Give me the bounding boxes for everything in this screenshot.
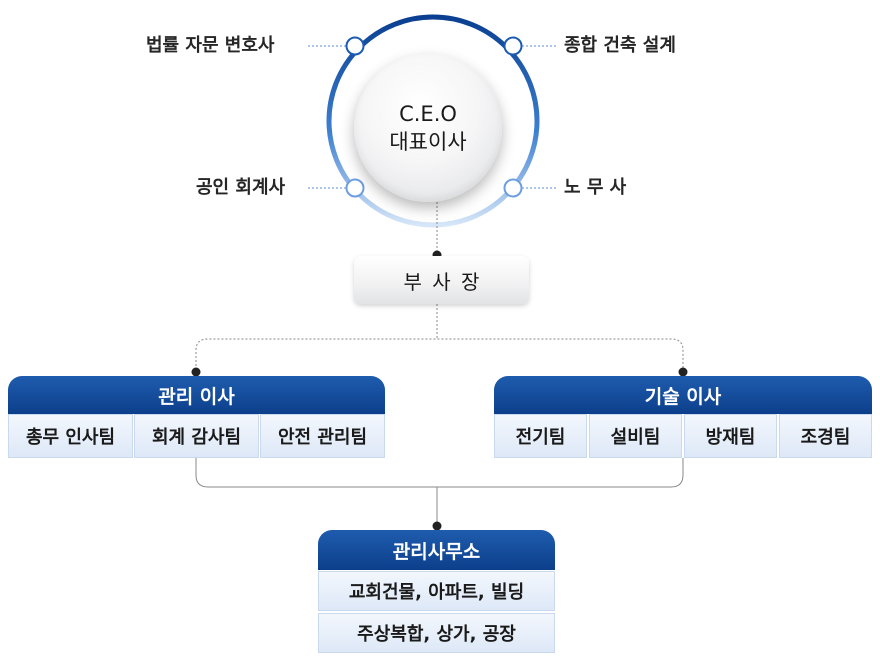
- director-branch-connector: [195, 338, 684, 370]
- technical-director-header: 기술 이사: [494, 376, 872, 414]
- ceo-title-en: C.E.O: [399, 102, 457, 126]
- office-item-mixed-use-commercial-factory: 주상복합, 상가, 공장: [318, 613, 555, 653]
- management-office-header: 관리사무소: [318, 530, 555, 570]
- ceo-title-ko: 대표이사: [389, 130, 467, 154]
- advisor-node-top-left: [345, 36, 365, 56]
- ceo-node: C.E.O 대표이사: [354, 54, 502, 202]
- office-item-church-apartment-building: 교회건물, 아파트, 빌딩: [318, 571, 555, 611]
- management-director-dot: [191, 367, 201, 377]
- ceo-ring: [326, 14, 540, 228]
- advisor-legal-counsel: 법률 자문 변호사: [146, 35, 275, 56]
- advisor-architecture-design: 종합 건축 설계: [564, 35, 676, 56]
- office-branch-connector: [195, 458, 684, 488]
- vice-president-node: 부 사 장: [354, 256, 529, 304]
- team-facilities: 설비팀: [589, 414, 682, 458]
- advisor-node-top-right: [503, 36, 523, 56]
- team-accounting-audit: 회계 감사팀: [134, 414, 259, 458]
- team-general-affairs-hr: 총무 인사팀: [8, 414, 133, 458]
- advisor-node-bottom-right: [503, 178, 523, 198]
- advisor-node-bottom-left: [345, 178, 365, 198]
- advisor-accountant: 공인 회계사: [196, 177, 286, 198]
- management-director-header: 관리 이사: [8, 376, 385, 414]
- office-junction-dot: [432, 521, 442, 531]
- technical-director-dot: [678, 367, 688, 377]
- team-landscaping: 조경팀: [779, 414, 872, 458]
- team-electrical: 전기팀: [494, 414, 587, 458]
- advisor-labor-attorney: 노 무 사: [564, 177, 627, 198]
- team-fire-prevention: 방재팀: [684, 414, 777, 458]
- team-safety-management: 안전 관리팀: [260, 414, 385, 458]
